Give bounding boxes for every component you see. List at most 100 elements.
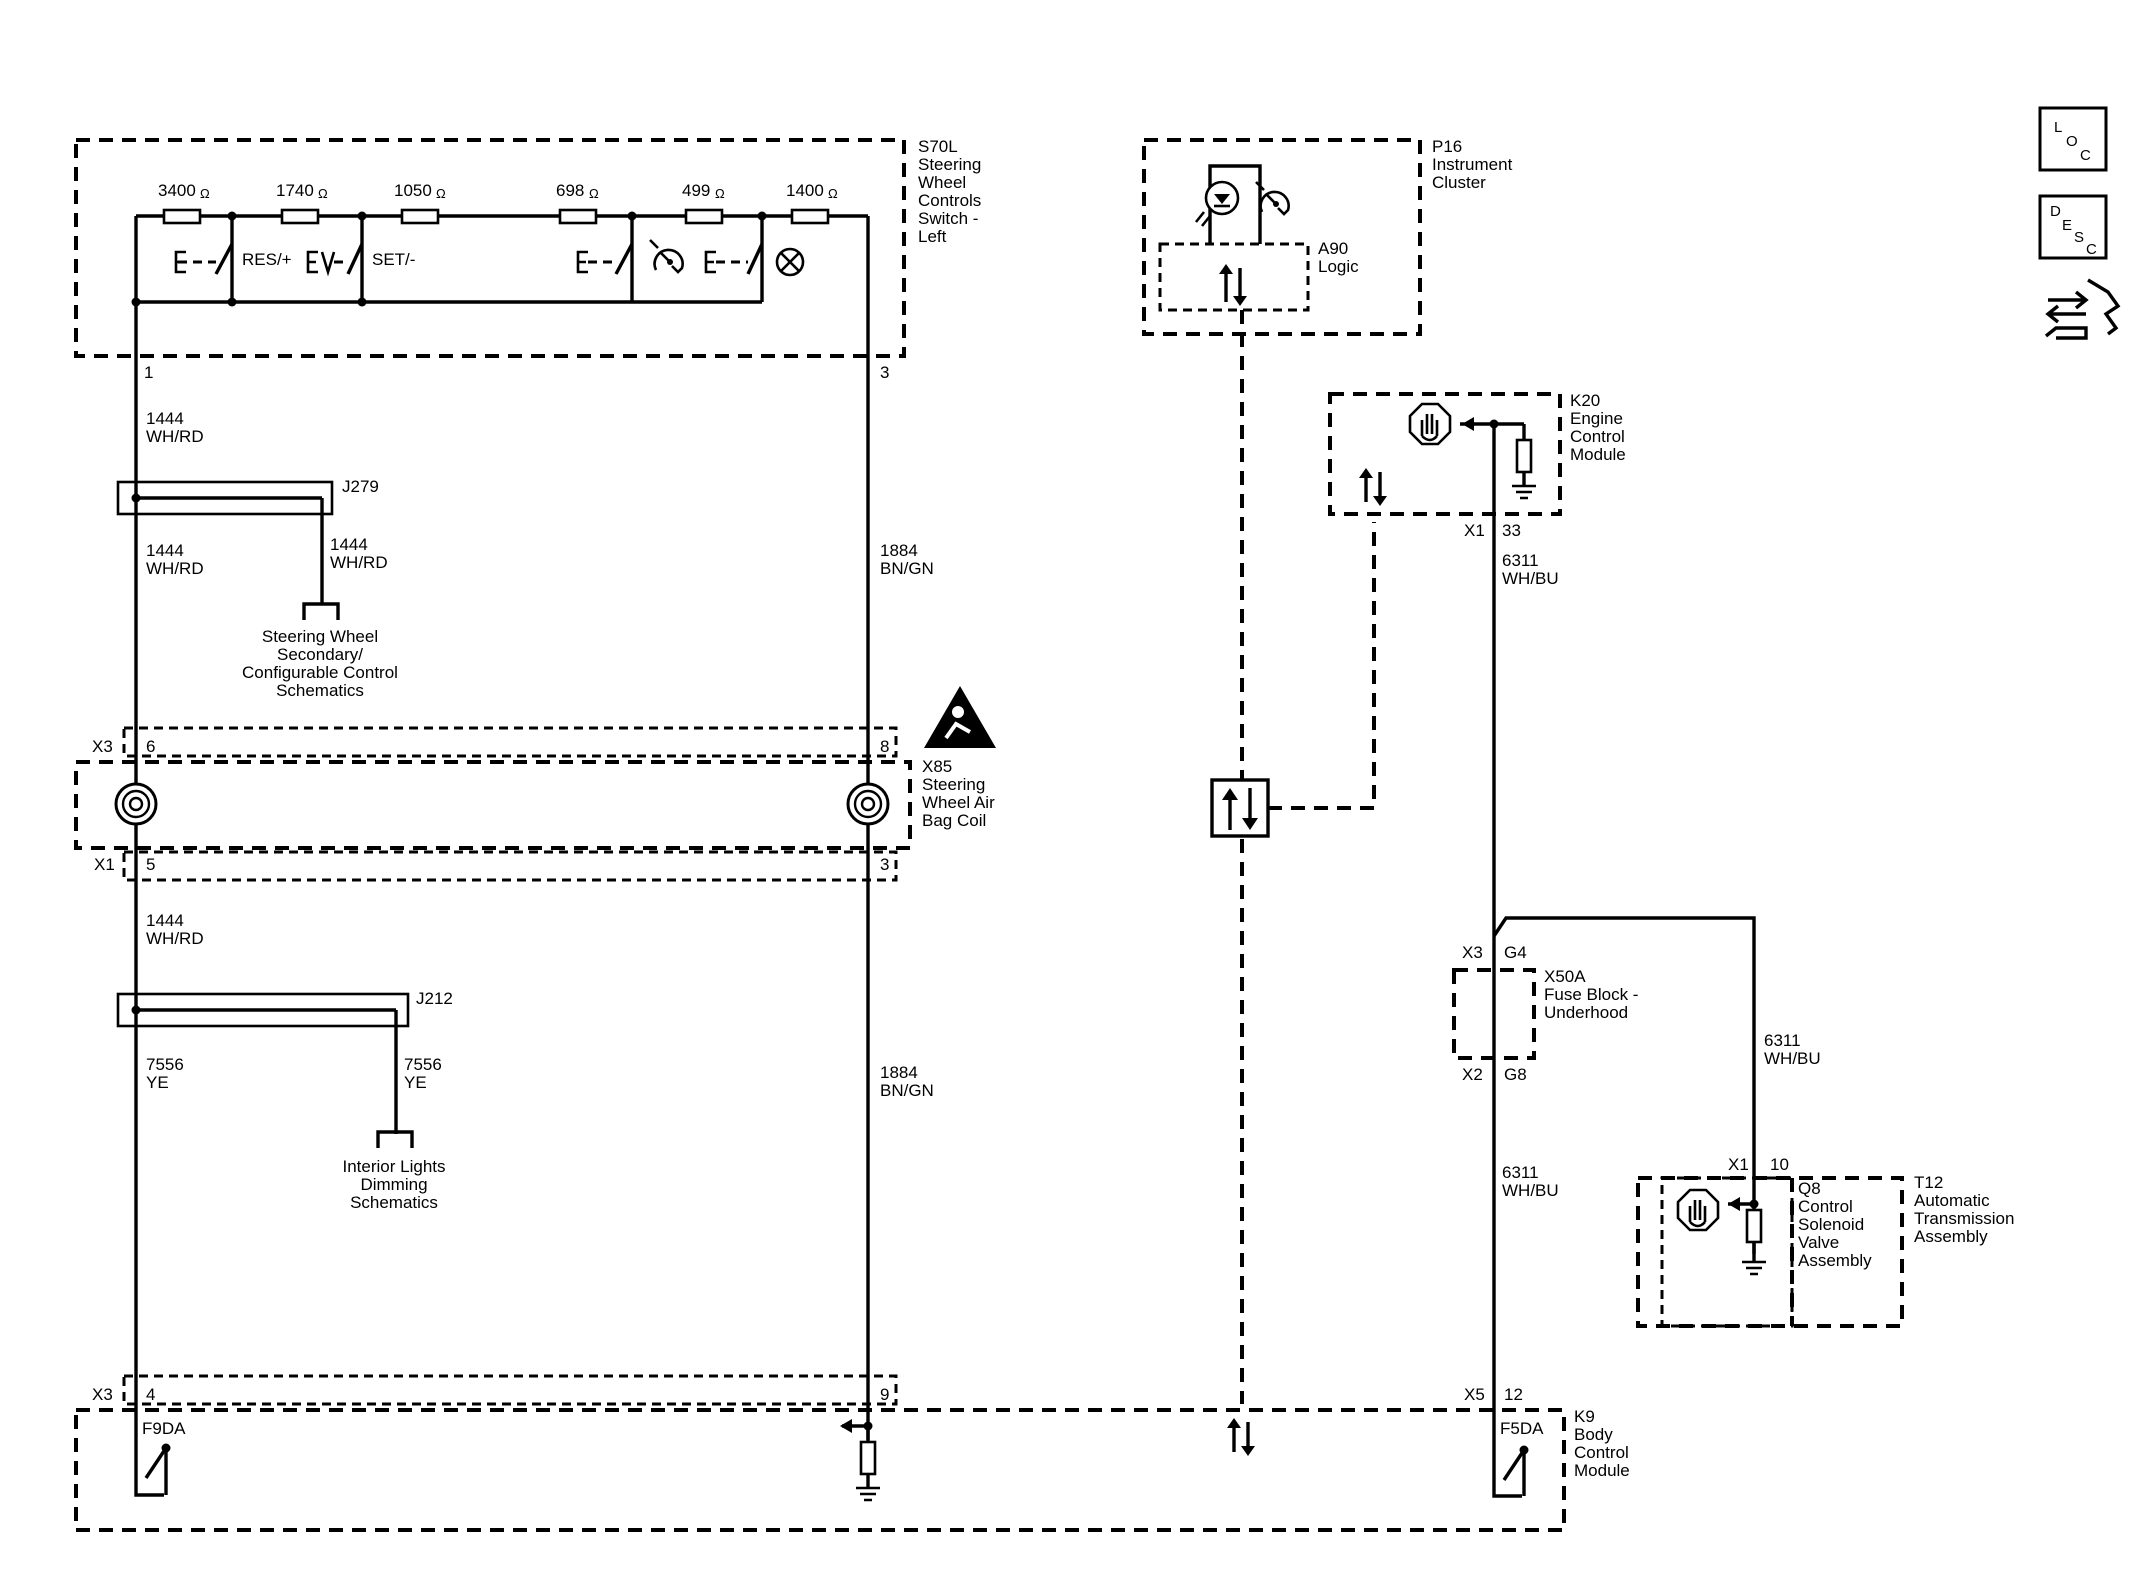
wire-1444-lower-color: WH/RD xyxy=(146,929,204,948)
wire-7556-left-circuit: 7556 xyxy=(146,1055,184,1074)
k9-x3-connector xyxy=(122,1374,898,1406)
svg-text:Schematics: Schematics xyxy=(350,1193,438,1212)
svg-text:8: 8 xyxy=(880,737,889,756)
svg-text:Assembly: Assembly xyxy=(1798,1251,1872,1270)
desc-icon[interactable]: D E S C xyxy=(2038,194,2108,260)
svg-text:Schematics: Schematics xyxy=(276,681,364,700)
resistor-499-value: 499 xyxy=(682,181,710,200)
indicator-lamp-icon xyxy=(1194,180,1240,227)
coil-left-icon xyxy=(114,782,158,826)
coil-right-icon xyxy=(846,782,890,826)
svg-text:Ω: Ω xyxy=(318,186,328,201)
k20-data-arrows-icon xyxy=(1359,468,1387,506)
switch-res-label: RES/+ xyxy=(242,250,292,269)
s70l-pin-3: 3 xyxy=(880,363,889,382)
svg-text:10: 10 xyxy=(1770,1155,1789,1174)
t12-outline xyxy=(1636,1176,1904,1328)
wire-1444-top-circuit: 1444 xyxy=(146,409,184,428)
k9-input-left xyxy=(134,1443,171,1497)
switch-set-label: SET/- xyxy=(372,250,415,269)
svg-text:6: 6 xyxy=(146,737,155,756)
svg-text:4: 4 xyxy=(146,1385,155,1404)
svg-text:Configurable Control: Configurable Control xyxy=(242,663,398,682)
svg-text:X3: X3 xyxy=(92,737,113,756)
resistor-499 xyxy=(684,208,724,225)
resistor-1740-value: 1740 xyxy=(276,181,314,200)
loc-icon[interactable]: L O C xyxy=(2038,106,2108,172)
wire-7556-left-color: YE xyxy=(146,1073,169,1092)
svg-text:33: 33 xyxy=(1502,521,1521,540)
wire-6311-top-circuit: 6311 xyxy=(1502,551,1539,570)
x50a-outline xyxy=(1452,968,1536,1060)
t12-transmission-assembly: X1 10 Q8 Control Solenoid Valve Assembly… xyxy=(1636,1155,2014,1328)
svg-text:Interior Lights: Interior Lights xyxy=(343,1157,446,1176)
s70l-module: S70L Steering Wheel Controls Switch - Le… xyxy=(74,137,981,382)
svg-text:9: 9 xyxy=(880,1385,889,1404)
switch-res: RES/+ xyxy=(174,243,292,275)
svg-text:Ω: Ω xyxy=(436,186,446,201)
s70l-outline xyxy=(74,138,906,358)
svg-text:Bag Coil: Bag Coil xyxy=(922,811,986,830)
svg-text:L: L xyxy=(2054,119,2062,136)
switch-cruise xyxy=(576,239,684,275)
k20-stop-hand-icon xyxy=(1408,402,1452,446)
s70l-label-1: Steering xyxy=(918,155,981,174)
svg-text:Ω: Ω xyxy=(589,186,599,201)
svg-text:Dimming: Dimming xyxy=(360,1175,427,1194)
svg-text:X1: X1 xyxy=(94,855,115,874)
svg-text:Control: Control xyxy=(1798,1197,1853,1216)
s70l-label-4: Switch - xyxy=(918,209,978,228)
x85-id: X85 xyxy=(922,757,952,776)
x50a-id: X50A xyxy=(1544,967,1586,986)
svg-text:Valve: Valve xyxy=(1798,1233,1839,1252)
svg-text:Instrument: Instrument xyxy=(1432,155,1513,174)
wire-1884-lower-color: BN/GN xyxy=(880,1081,934,1100)
x85-x3-connector xyxy=(122,726,898,758)
a90-data-arrows-icon xyxy=(1219,264,1247,306)
s70l-label-3: Controls xyxy=(918,191,981,210)
wire-6311-branch-circuit: 6311 xyxy=(1764,1031,1801,1050)
k9-body-control-module: X3 4 9 X5 12 F9DA F5DA K9 Body Control M… xyxy=(74,1374,1630,1532)
troubleshoot-icon[interactable] xyxy=(2044,278,2121,340)
svg-text:F9DA: F9DA xyxy=(142,1419,186,1438)
svg-text:Steering Wheel: Steering Wheel xyxy=(262,627,378,646)
wire-6311-lower-circuit: 6311 xyxy=(1502,1163,1539,1182)
airbag-warning-icon xyxy=(924,686,996,748)
x85-outline xyxy=(74,760,912,850)
wire-1444-j279-right-color: WH/RD xyxy=(330,553,388,572)
p16-outline xyxy=(1142,138,1422,336)
wire-1444-j279-left-color: WH/RD xyxy=(146,559,204,578)
svg-text:X1: X1 xyxy=(1728,1155,1749,1174)
wire-1884-lower-circuit: 1884 xyxy=(880,1063,918,1082)
svg-text:Module: Module xyxy=(1570,445,1626,464)
svg-text:5: 5 xyxy=(146,855,155,874)
svg-text:O: O xyxy=(2066,133,2078,150)
k9-input-right xyxy=(1492,1445,1529,1498)
cancel-icon xyxy=(775,247,805,277)
k9-input-1884 xyxy=(840,1419,880,1502)
svg-text:Automatic: Automatic xyxy=(1914,1191,1990,1210)
svg-text:Cluster: Cluster xyxy=(1432,173,1486,192)
svg-text:X3: X3 xyxy=(1462,943,1483,962)
p16-id: P16 xyxy=(1432,137,1462,156)
resistor-1400-value: 1400 xyxy=(786,181,824,200)
svg-text:F5DA: F5DA xyxy=(1500,1419,1544,1438)
resistor-698 xyxy=(558,208,598,225)
k20-engine-control-module: K20 Engine Control Module X1 33 xyxy=(1328,391,1626,540)
svg-text:Ω: Ω xyxy=(200,186,210,201)
q8-id: Q8 xyxy=(1798,1179,1821,1198)
switch-set: SET/- xyxy=(306,243,415,277)
s70l-label-5: Left xyxy=(918,227,947,246)
svg-text:Steering: Steering xyxy=(922,775,985,794)
resistor-3400-value: 3400 xyxy=(158,181,196,200)
p16-speedometer-icon xyxy=(1255,181,1290,216)
svg-text:X5: X5 xyxy=(1464,1385,1485,1404)
svg-text:Transmission: Transmission xyxy=(1914,1209,2014,1228)
wire-1444-top-color: WH/RD xyxy=(146,427,204,446)
svg-text:G4: G4 xyxy=(1504,943,1527,962)
reference-steering-secondary: Steering Wheel Secondary/ Configurable C… xyxy=(242,602,398,700)
svg-text:E: E xyxy=(2062,217,2072,234)
splice-j279: J279 xyxy=(116,477,379,604)
svg-text:X1: X1 xyxy=(1464,521,1485,540)
